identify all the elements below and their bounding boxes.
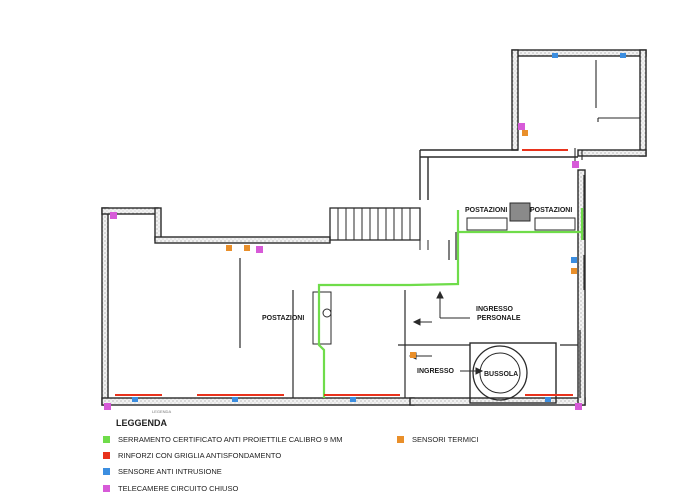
legend-item-blue: SENSORE ANTI INTRUSIONE (103, 467, 222, 476)
arrow-left-icon (412, 318, 421, 326)
camera-6 (572, 161, 579, 168)
orange-swatch-icon (397, 436, 404, 443)
sensor-blue-6 (545, 397, 551, 402)
desk-top-b (534, 217, 576, 231)
green-swatch-icon (103, 436, 110, 443)
camera-3 (104, 403, 111, 410)
desk-top-a (466, 217, 508, 231)
reinforcements (115, 149, 573, 396)
legend-label-orange: SENSORI TERMICI (412, 435, 479, 444)
camera-2 (256, 246, 263, 253)
camera-5 (518, 123, 525, 130)
desk-block (509, 202, 531, 222)
sensor-blue-1 (552, 53, 558, 58)
bussola (469, 342, 557, 404)
thermal-sensors (226, 130, 577, 358)
north-wall-mid (154, 236, 331, 244)
certified-windows (317, 208, 584, 398)
legend-item-orange: SENSORI TERMICI (397, 435, 479, 444)
label-postazioni-left: POSTAZIONI (262, 315, 304, 322)
magenta-swatch-icon (103, 485, 110, 492)
thermal-5 (410, 352, 416, 358)
interior-partitions (239, 175, 585, 398)
desk-left (312, 291, 332, 345)
blue-swatch-icon (103, 468, 110, 475)
label-ingresso-personale-1: INGRESSO (476, 306, 514, 313)
south-wall-right (409, 397, 586, 406)
camera-1 (110, 212, 117, 219)
camera-4 (575, 403, 582, 410)
thermal-4 (571, 268, 577, 274)
tower-south-wall (577, 149, 647, 157)
legend-title: LEGGENDA (116, 418, 168, 428)
legend-item-magenta: TELECAMERE CIRCUITO CHIUSO (103, 484, 238, 493)
legend-subtitle: LEGENDA (152, 409, 172, 414)
legend-label-green: SERRAMENTO CERTIFICATO ANTI PROIETTILE C… (118, 435, 343, 444)
red-swatch-icon (103, 452, 110, 459)
green-line-left (317, 288, 326, 398)
walls (101, 49, 647, 406)
legend-label-red: RINFORZI CON GRIGLIA ANTISFONDAMENTO (118, 451, 282, 460)
label-postazioni-top-a: POSTAZIONI (465, 207, 507, 214)
label-ingresso-personale-2: PERSONALE (477, 315, 521, 322)
sensor-blue-5 (350, 397, 356, 402)
south-wall (101, 397, 415, 406)
thermal-3 (522, 130, 528, 136)
legend-item-green: SERRAMENTO CERTIFICATO ANTI PROIETTILE C… (103, 435, 342, 444)
sensor-blue-7 (571, 257, 577, 263)
north-step-wall (154, 207, 162, 241)
sensor-blue-4 (232, 397, 238, 402)
thermal-1 (226, 245, 232, 251)
arrow-right-icon (475, 367, 484, 375)
cctv-cameras (104, 123, 582, 410)
legend-label-magenta: TELECAMERE CIRCUITO CHIUSO (118, 484, 239, 493)
label-postazioni-top-b: POSTAZIONI (530, 207, 572, 214)
tower-west-wall (511, 49, 519, 151)
sensor-blue-2 (620, 53, 626, 58)
west-wall (101, 207, 109, 406)
sensor-blue-3 (132, 397, 138, 402)
legend-label-blue: SENSORE ANTI INTRUSIONE (118, 467, 222, 476)
arrow-up-icon (436, 290, 444, 299)
legend-item-red: RINFORZI CON GRIGLIA ANTISFONDAMENTO (103, 451, 281, 460)
workstations (312, 202, 576, 345)
chair-left (322, 308, 332, 318)
tower-interior (574, 60, 640, 162)
green-line-main (317, 230, 582, 288)
tower-east-wall (639, 49, 647, 157)
label-bussola: BUSSOLA (484, 371, 518, 378)
label-ingresso: INGRESSO (417, 368, 455, 375)
staircase (329, 207, 429, 250)
thermal-2 (244, 245, 250, 251)
arrows (408, 290, 484, 375)
